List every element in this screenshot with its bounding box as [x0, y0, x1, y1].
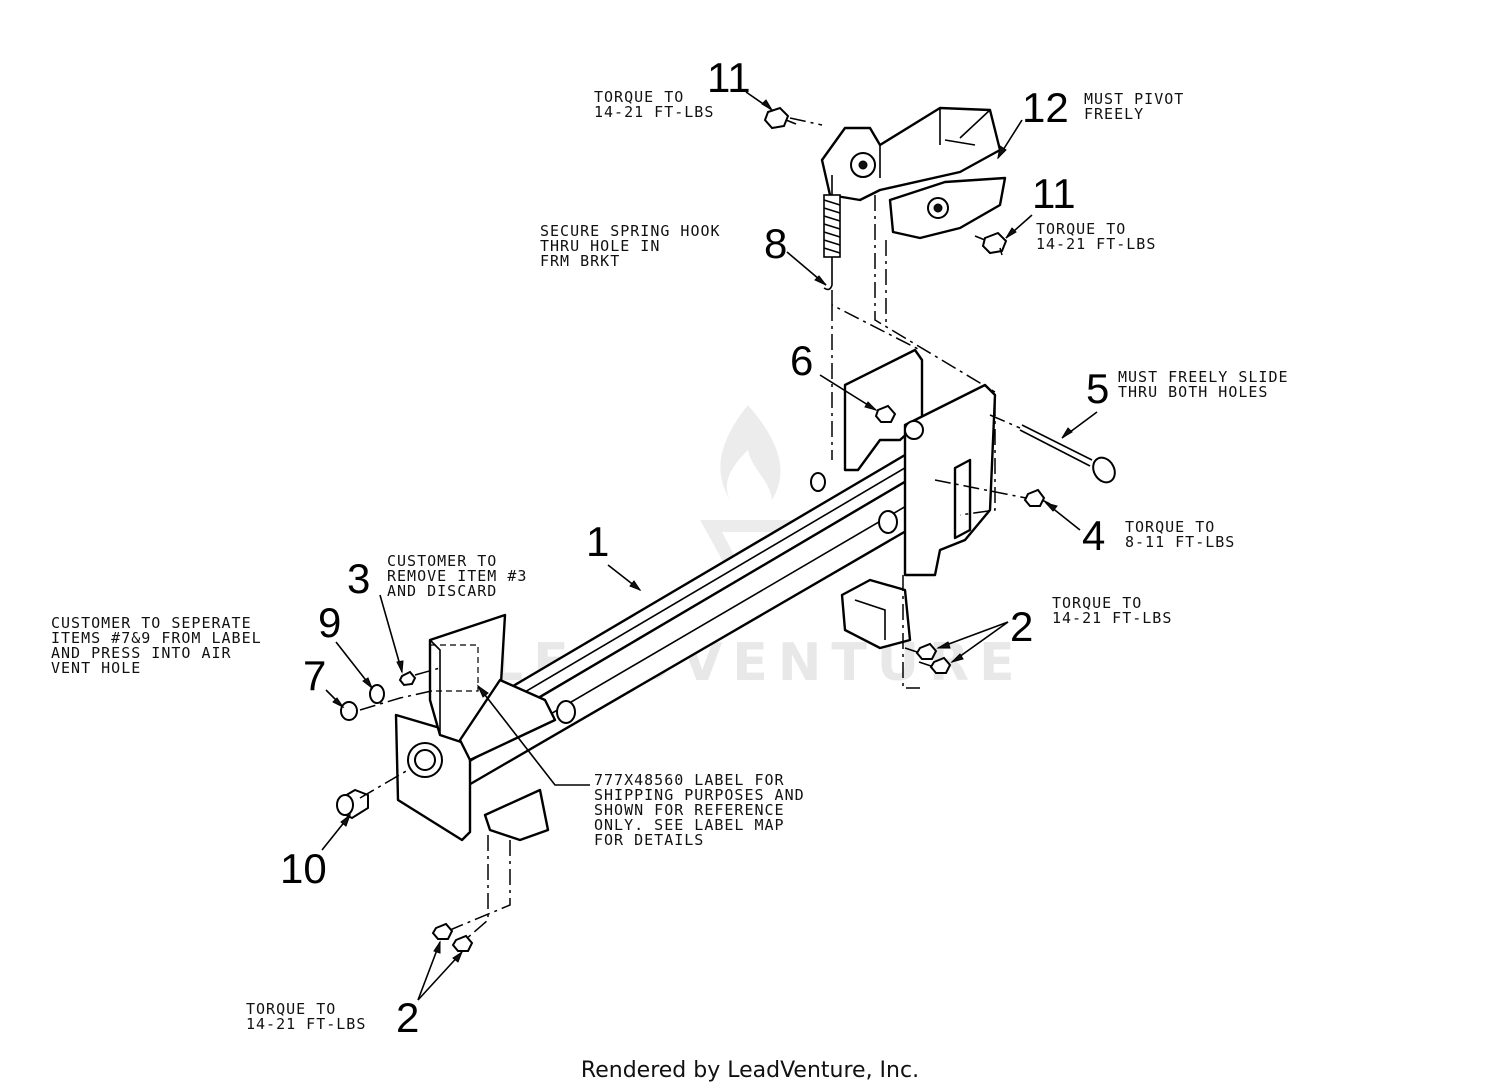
callout-12: 12 — [1022, 84, 1069, 131]
washer-part-9 — [369, 684, 385, 704]
callout-7: 7 — [303, 652, 326, 699]
cap-part-10 — [336, 788, 369, 820]
note-remove-3: CUSTOMER TO REMOVE ITEM #3 AND DISCARD — [387, 552, 537, 600]
callout-1: 1 — [586, 518, 609, 565]
screw-part-3 — [398, 670, 417, 687]
callout-6: 6 — [790, 337, 813, 384]
callout-5: 5 — [1086, 365, 1109, 412]
callout-4: 4 — [1082, 512, 1105, 559]
bolt-part-4 — [1023, 488, 1051, 507]
center-lines — [359, 117, 1027, 941]
plug-part-7 — [340, 701, 358, 721]
note-torque-11-right: TORQUE TO 14-21 FT-LBS — [1036, 220, 1156, 253]
assembly-notes: TORQUE TO 14-21 FT-LBS MUST PIVOT FREELY… — [51, 88, 1299, 1033]
note-label-reference: 777X48560 LABEL FOR SHIPPING PURPOSES AN… — [594, 771, 815, 849]
watermark-flame-icon — [720, 405, 781, 500]
callout-numbers: 11 12 11 8 6 5 4 1 2 3 9 7 10 2 — [280, 54, 1109, 1041]
callout-3: 3 — [347, 555, 370, 602]
hex-bolt-part-11-upper — [763, 106, 797, 130]
note-separate-7-9: CUSTOMER TO SEPERATE ITEMS #7&9 FROM LAB… — [51, 614, 272, 677]
note-torque-4: TORQUE TO 8-11 FT-LBS — [1125, 518, 1235, 551]
callout-11-right: 11 — [1032, 170, 1076, 217]
callout-2-front: 2 — [396, 994, 419, 1041]
callout-11-top: 11 — [707, 54, 751, 101]
callout-2-rear: 2 — [1010, 603, 1033, 650]
pivot-bracket-part-12 — [820, 106, 1007, 240]
frame-tube-part-1 — [394, 348, 997, 842]
callout-9: 9 — [318, 599, 341, 646]
note-slide-5: MUST FREELY SLIDE THRU BOTH HOLES — [1118, 368, 1299, 401]
bolts-part-2-rear — [904, 642, 952, 674]
note-pivot-12: MUST PIVOT FREELY — [1084, 90, 1194, 123]
bolts-part-2-front — [431, 922, 474, 952]
callout-10: 10 — [280, 845, 327, 892]
footer-credit: Rendered by LeadVenture, Inc. — [581, 1058, 919, 1083]
note-torque-2-front: TORQUE TO 14-21 FT-LBS — [246, 1000, 366, 1033]
note-torque-11-top: TORQUE TO 14-21 FT-LBS — [594, 88, 714, 121]
clevis-pin-part-5 — [1019, 424, 1116, 484]
note-torque-2-rear: TORQUE TO 14-21 FT-LBS — [1052, 594, 1172, 627]
spring-part-8 — [823, 175, 841, 291]
callout-8: 8 — [764, 220, 787, 267]
note-spring-8: SECURE SPRING HOOK THRU HOLE IN FRM BRKT — [540, 222, 731, 270]
leader-lines — [321, 91, 1098, 1001]
nut-part-6 — [874, 404, 897, 423]
